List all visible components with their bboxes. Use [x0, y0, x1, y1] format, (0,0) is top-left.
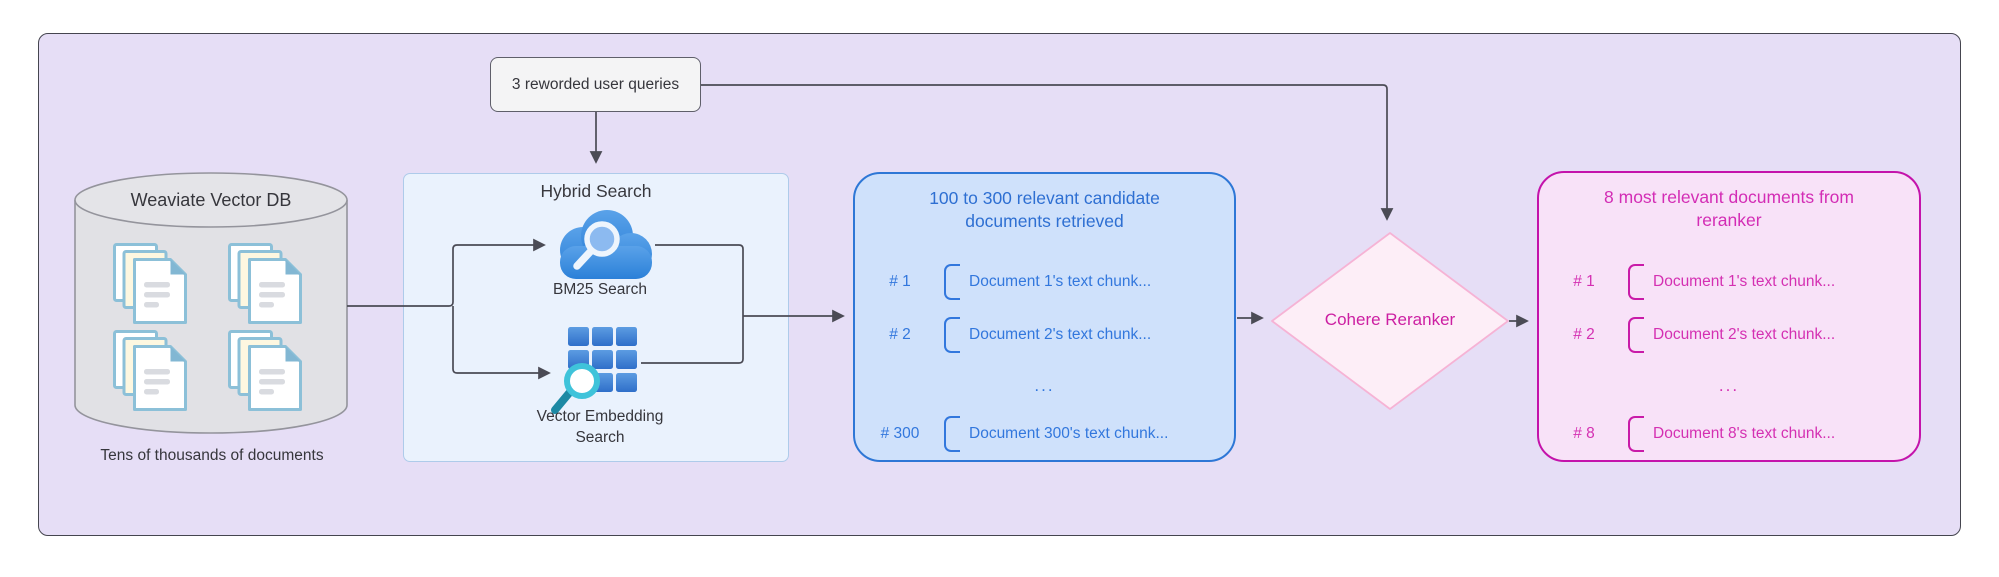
- candidate-documents-box: 100 to 300 relevant candidate documents …: [853, 172, 1236, 462]
- candidate-rank: # 300: [880, 425, 920, 442]
- candidate-doc-text: Document 2's text chunk...: [969, 326, 1152, 343]
- reranked-rank: # 8: [1573, 425, 1595, 442]
- reranked-row-8: # 8 Document 8's text chunk...: [1554, 416, 1835, 452]
- candidate-row-1: # 1 Document 1's text chunk...: [870, 264, 1151, 300]
- reworded-queries-label: 3 reworded user queries: [511, 75, 680, 93]
- bracket-icon: [1628, 317, 1644, 353]
- bracket-icon: [944, 416, 960, 452]
- bracket-icon: [1628, 416, 1644, 452]
- reranked-ellipsis: ...: [1718, 376, 1740, 395]
- reranked-row-2: # 2 Document 2's text chunk...: [1554, 317, 1835, 353]
- reranked-box-title-line1: 8 most relevant documents from: [1604, 187, 1854, 207]
- database-caption: Tens of thousands of documents: [100, 447, 324, 464]
- cohere-reranker-label: Cohere Reranker: [1324, 310, 1456, 329]
- database-title: Weaviate Vector DB: [130, 190, 292, 210]
- reranked-rank: # 1: [1573, 273, 1595, 290]
- vector-label-line2: Search: [575, 429, 625, 446]
- candidate-doc-text: Document 1's text chunk...: [969, 273, 1152, 290]
- candidate-box-title: 100 to 300 relevant candidate documents …: [855, 187, 1234, 233]
- candidate-box-title-line2: documents retrieved: [965, 211, 1124, 231]
- reranked-doc-text: Document 1's text chunk...: [1653, 273, 1836, 290]
- reranked-box-title: 8 most relevant documents from reranker: [1539, 186, 1919, 232]
- bracket-icon: [944, 264, 960, 300]
- reranked-box-title-line2: reranker: [1696, 210, 1762, 230]
- bracket-icon: [1628, 264, 1644, 300]
- reranked-doc-text: Document 2's text chunk...: [1653, 326, 1836, 343]
- candidate-ellipsis: ...: [1034, 376, 1055, 395]
- vector-embedding-search-label: Vector Embedding Search: [500, 406, 700, 448]
- reranked-doc-text: Document 8's text chunk...: [1653, 425, 1836, 442]
- bracket-icon: [944, 317, 960, 353]
- reranked-rank: # 2: [1573, 326, 1595, 343]
- reranked-row-1: # 1 Document 1's text chunk...: [1554, 264, 1835, 300]
- candidate-box-title-line1: 100 to 300 relevant candidate: [929, 188, 1160, 208]
- bm25-search-label: BM25 Search: [553, 281, 647, 298]
- candidate-row-2: # 2 Document 2's text chunk...: [870, 317, 1151, 353]
- vector-label-line1: Vector Embedding: [536, 408, 664, 425]
- candidate-rank: # 2: [889, 326, 911, 343]
- hybrid-search-title: Hybrid Search: [540, 181, 652, 201]
- reworded-queries-box: 3 reworded user queries: [490, 57, 701, 112]
- reranked-documents-box: 8 most relevant documents from reranker …: [1537, 171, 1921, 462]
- candidate-rank: # 1: [889, 273, 911, 290]
- candidate-row-300: # 300 Document 300's text chunk...: [870, 416, 1168, 452]
- candidate-doc-text: Document 300's text chunk...: [969, 425, 1169, 442]
